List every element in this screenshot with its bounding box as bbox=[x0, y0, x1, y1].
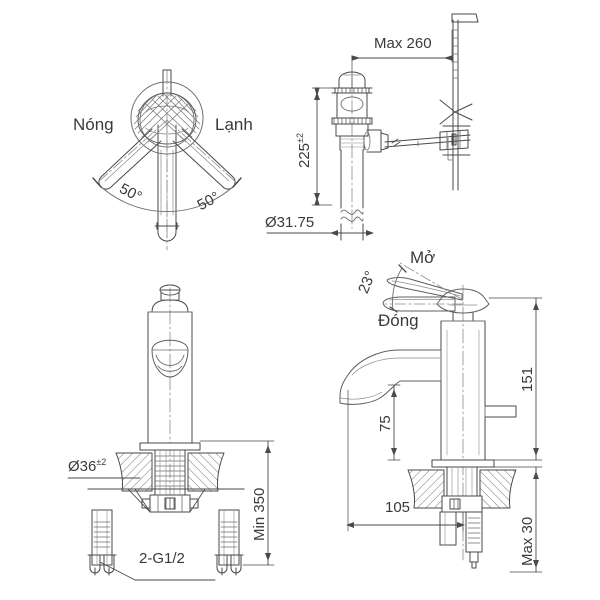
label-close-dong: Đóng bbox=[378, 311, 419, 330]
dim-hole-diameter-value: Ø36 bbox=[68, 458, 97, 475]
dim-spout-height-75: 75 bbox=[377, 415, 394, 432]
dim-max-deck-30: Max 30 bbox=[519, 516, 536, 566]
dim-drain-height-225: 225±2 bbox=[295, 133, 313, 168]
dim-spout-reach-105: 105 bbox=[385, 499, 411, 516]
label-cold-lanh: Lạnh bbox=[215, 115, 253, 134]
label-hot-nong: Nóng bbox=[73, 115, 114, 134]
dim-drain-height-tolerance: ±2 bbox=[295, 133, 305, 143]
label-thread-2-g12: 2-G1/2 bbox=[139, 550, 185, 567]
dim-max-reach-260: Max 260 bbox=[374, 35, 432, 52]
view-popup-drain bbox=[266, 13, 479, 241]
view-faucet-front bbox=[67, 284, 275, 581]
view-handle-swivel bbox=[92, 69, 242, 251]
dim-hole-diameter-tolerance: ±2 bbox=[96, 457, 107, 467]
dim-drain-diameter-3175: Ø31.75 bbox=[265, 214, 315, 231]
view-faucet-side bbox=[339, 262, 543, 573]
dim-total-height-151: 151 bbox=[519, 366, 536, 392]
dim-hole-diameter-36: Ø36±2 bbox=[68, 457, 107, 475]
dim-drain-height-value: 225 bbox=[296, 142, 313, 168]
dim-min-supply-350: Min 350 bbox=[251, 487, 268, 541]
label-open-mo: Mở bbox=[410, 248, 436, 267]
